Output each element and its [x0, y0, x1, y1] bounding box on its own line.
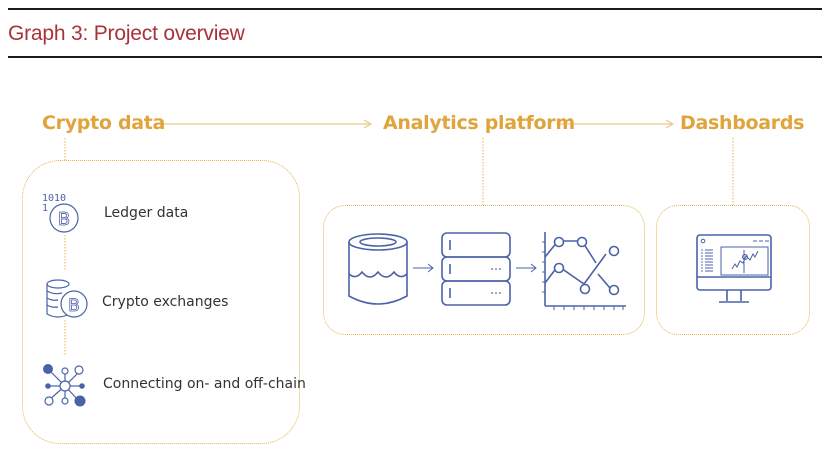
svg-text:B: B — [68, 296, 80, 316]
source-connecting-chain: Connecting on- and off-chain — [103, 376, 306, 392]
server-stack-icon — [441, 232, 511, 306]
arrow-right-icon — [413, 263, 434, 273]
title-underline — [8, 56, 822, 58]
stage-analytics-platform: Analytics platform — [383, 112, 575, 134]
source-crypto-exchanges: Crypto exchanges — [102, 294, 229, 310]
top-rule — [8, 8, 822, 10]
svg-text:B: B — [58, 209, 70, 230]
dashboard-monitor-icon — [696, 234, 772, 303]
line-chart-icon — [542, 232, 626, 310]
dashboards-box — [656, 205, 810, 335]
svg-text:1010: 1010 — [42, 193, 66, 204]
arrow-right-icon — [516, 263, 537, 273]
arrow-head — [665, 119, 675, 129]
stage-crypto-data: Crypto data — [42, 112, 166, 134]
network-nodes-icon — [43, 364, 86, 407]
coin-stack-bitcoin-icon: B — [46, 279, 88, 318]
analytics-platform-box — [323, 205, 645, 335]
crypto-data-box — [22, 160, 300, 444]
svg-text:1: 1 — [42, 203, 48, 214]
page-title: Graph 3: Project overview — [8, 22, 245, 45]
arrow-head — [363, 119, 373, 129]
stage-dashboards: Dashboards — [680, 112, 805, 134]
source-ledger-data: Ledger data — [104, 205, 189, 221]
bitcoin-binary-icon: 1010 1 B — [42, 193, 79, 233]
database-icon — [348, 233, 408, 305]
